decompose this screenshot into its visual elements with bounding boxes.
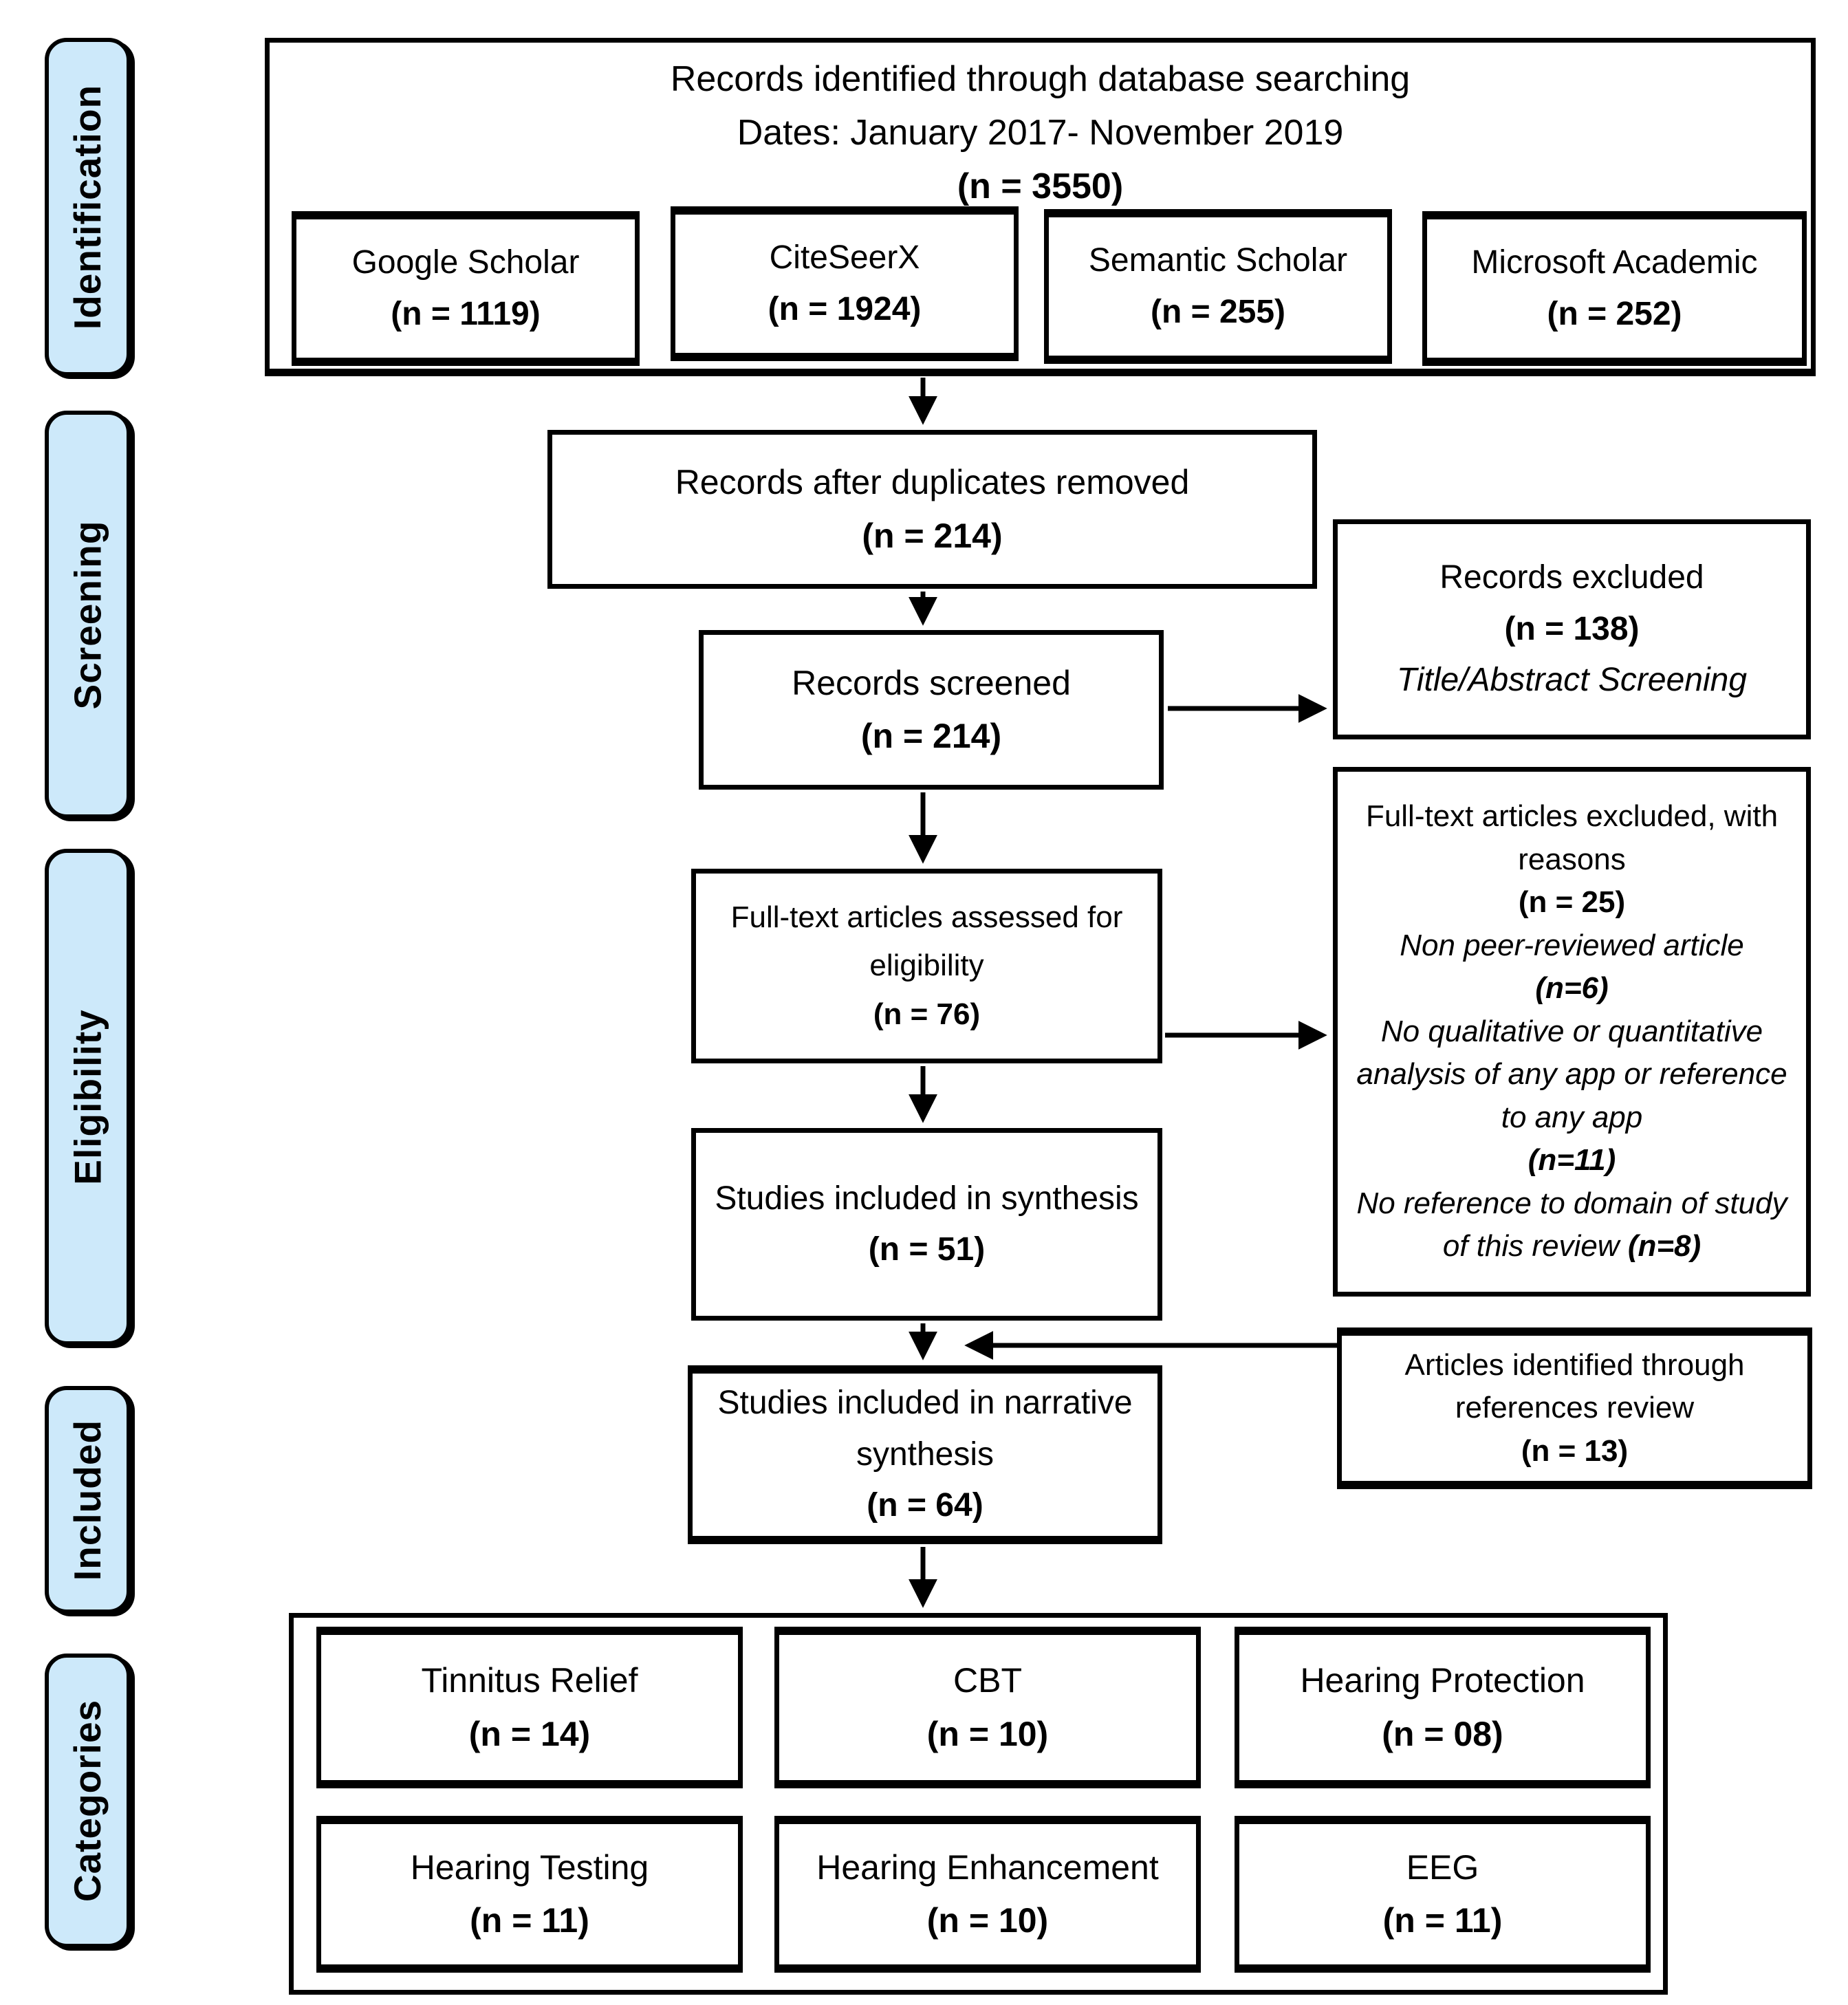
references-review-box: Articles identified through references r… (1337, 1327, 1812, 1489)
exclusion-reason: No qualitative or quantitative analysis … (1356, 1014, 1787, 1134)
category-count: (n = 08) (1382, 1714, 1503, 1753)
box-count: (n = 51) (868, 1231, 986, 1268)
box-label: Records after duplicates removed (675, 463, 1190, 501)
fulltext-excluded-box: Full-text articles excluded, with reason… (1333, 767, 1811, 1297)
fulltext-assessed-box: Full-text articles assessed for eligibil… (691, 869, 1162, 1063)
box-count: (n = 214) (862, 516, 1003, 555)
identification-count: (n = 3550) (957, 166, 1124, 206)
category-count: (n = 14) (468, 1714, 591, 1753)
source-count: (n = 255) (1150, 293, 1286, 330)
exclusion-reason: Non peer-reviewed article (1400, 928, 1744, 962)
source-box-semantic-scholar: Semantic Scholar (n = 255) (1044, 209, 1392, 364)
source-count: (n = 1119) (391, 295, 541, 332)
box-note: Title/Abstract Screening (1396, 662, 1748, 699)
stage-tab-included: Included (45, 1386, 131, 1614)
category-box-hearing-protection: Hearing Protection (n = 08) (1235, 1627, 1651, 1788)
category-count: (n = 11) (470, 1901, 589, 1940)
category-box-hearing-enhancement: Hearing Enhancement (n = 10) (774, 1816, 1201, 1973)
category-label: CBT (953, 1661, 1022, 1700)
stage-tab-identification: Identification (45, 38, 131, 376)
category-count: (n = 10) (926, 1901, 1049, 1940)
source-box-citeseerx: CiteSeerX (n = 1924) (671, 206, 1019, 361)
category-count: (n = 10) (926, 1714, 1049, 1753)
records-excluded-box: Records excluded (n = 138) Title/Abstrac… (1333, 519, 1811, 739)
category-box-eeg: EEG (n = 11) (1235, 1816, 1651, 1973)
source-count: (n = 252) (1547, 295, 1682, 332)
stage-tab-label: Included (66, 1419, 109, 1581)
category-box-cbt: CBT (n = 10) (774, 1627, 1201, 1788)
duplicates-removed-box: Records after duplicates removed (n = 21… (547, 430, 1317, 589)
category-box-hearing-testing: Hearing Testing (n = 11) (316, 1816, 743, 1973)
box-label: Full-text articles excluded, with reason… (1365, 799, 1779, 876)
box-count: (n = 76) (873, 997, 981, 1031)
box-count: (n = 13) (1521, 1433, 1629, 1468)
source-name: Microsoft Academic (1471, 244, 1758, 281)
source-box-google-scholar: Google Scholar (n = 1119) (292, 211, 640, 366)
stage-tab-label: Identification (66, 84, 109, 330)
stage-tab-eligibility: Eligibility (45, 849, 131, 1345)
source-count: (n = 1924) (768, 290, 922, 327)
identification-title: Records identified through database sear… (670, 59, 1411, 99)
exclusion-reason-count: (n=11) (1528, 1143, 1616, 1178)
category-label: Hearing Enhancement (816, 1847, 1159, 1887)
records-screened-box: Records screened (n = 214) (699, 630, 1164, 790)
box-count: (n = 214) (860, 717, 1002, 755)
category-box-tinnitus-relief: Tinnitus Relief (n = 14) (316, 1627, 743, 1788)
category-label: Hearing Testing (410, 1847, 649, 1887)
stage-tab-categories: Categories (45, 1654, 131, 1948)
box-label: Records excluded (1439, 559, 1704, 596)
category-count: (n = 11) (1382, 1901, 1503, 1940)
exclusion-reason-count: (n=8) (1627, 1229, 1702, 1264)
source-name: CiteSeerX (769, 239, 920, 277)
source-box-microsoft-academic: Microsoft Academic (n = 252) (1422, 211, 1807, 366)
identification-dates: Dates: January 2017- November 2019 (737, 113, 1344, 153)
box-label: Studies included in narrative synthesis (717, 1385, 1133, 1473)
box-count: (n = 64) (867, 1487, 983, 1524)
source-name: Google Scholar (351, 244, 580, 281)
category-label: Hearing Protection (1300, 1661, 1585, 1700)
category-label: EEG (1406, 1847, 1479, 1887)
narrative-synthesis-box: Studies included in narrative synthesis … (688, 1365, 1162, 1544)
stage-tab-screening: Screening (45, 411, 131, 819)
stage-tab-label: Categories (66, 1699, 109, 1903)
box-count: (n = 25) (1518, 885, 1626, 920)
box-label: Studies included in synthesis (715, 1180, 1139, 1217)
stage-tab-label: Eligibility (66, 1009, 109, 1185)
category-label: Tinnitus Relief (421, 1661, 638, 1700)
box-count: (n = 138) (1504, 610, 1640, 647)
source-name: Semantic Scholar (1088, 242, 1348, 279)
exclusion-reason: No reference to domain of study of this … (1346, 1182, 1798, 1268)
box-label: Articles identified through references r… (1404, 1347, 1745, 1425)
box-label: Records screened (792, 663, 1071, 702)
box-label: Full-text articles assessed for eligibil… (730, 900, 1123, 983)
synthesis-box: Studies included in synthesis (n = 51) (691, 1128, 1162, 1321)
stage-tab-label: Screening (66, 520, 109, 709)
exclusion-reason-count: (n=6) (1535, 971, 1609, 1006)
exclusion-reason-text: No reference to domain of study of this … (1356, 1186, 1787, 1264)
